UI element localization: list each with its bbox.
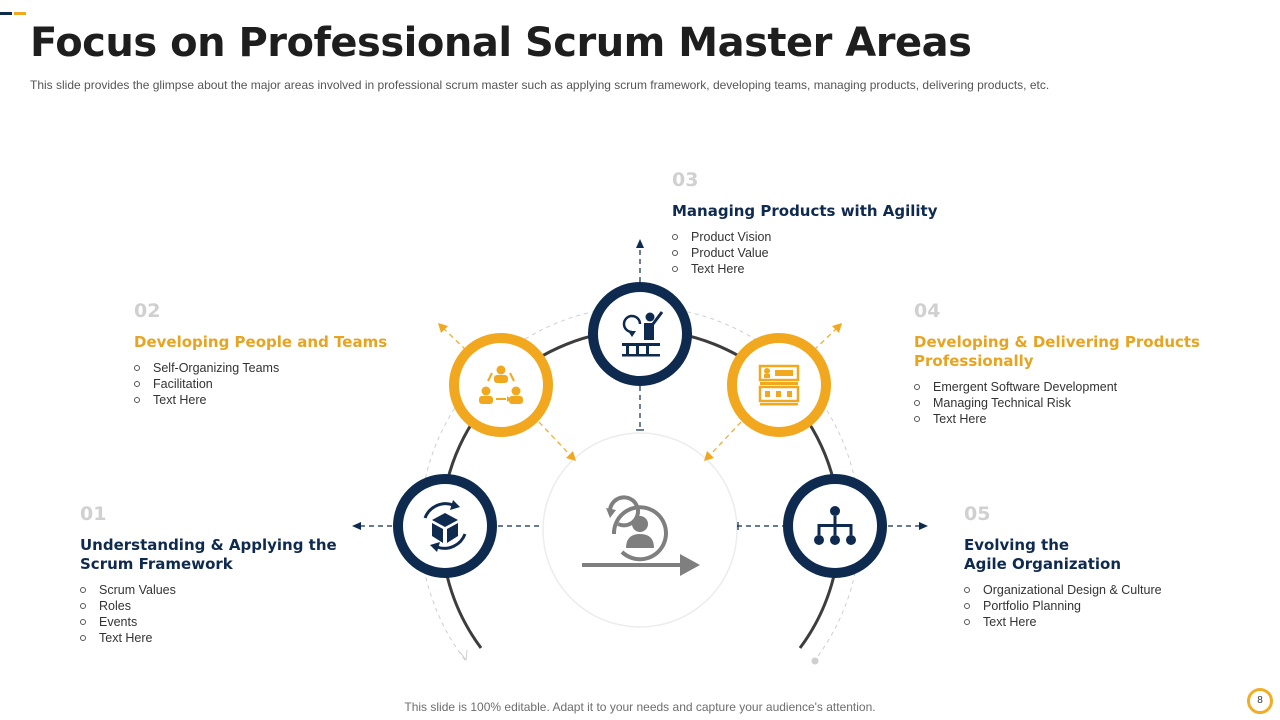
area-01-list: Scrum Values Roles Events Text Here [80,582,337,646]
list-item: Events [80,614,337,630]
area-04-title: Developing & Delivering Products Profess… [914,333,1200,370]
delivery-shop-icon [758,364,800,406]
list-item: Text Here [964,614,1162,630]
area-03-number: 03 [672,169,699,191]
accent-bar-gold [14,12,26,15]
list-item: Text Here [134,392,387,408]
list-item: Emergent Software Development [914,379,1200,395]
team-network-icon [479,365,523,404]
area-04-list: Emergent Software Development Managing T… [914,379,1200,427]
area-01: 01 Understanding & Applying the Scrum Fr… [80,503,337,646]
area-02-title: Developing People and Teams [134,333,388,351]
connector-04-outer [813,327,838,351]
agile-cycle-person-icon [582,495,700,576]
arc-end-dot [811,657,819,665]
area-05-title: Evolving the Agile Organization [964,536,1122,573]
area-05-list: Organizational Design & Culture Portfoli… [964,582,1162,630]
area-04: 04 Developing & Delivering Products Prof… [914,300,1200,427]
connector-02-inner [538,421,571,456]
presenter-board-icon [622,311,664,357]
list-item: Text Here [80,630,337,646]
list-item: Roles [80,598,337,614]
footer-note: This slide is 100% editable. Adapt it to… [404,700,876,714]
area-02-list: Self-Organizing Teams Facilitation Text … [134,360,387,408]
org-chart-icon [814,506,856,545]
list-item: Facilitation [134,376,387,392]
node-02-ring [449,333,553,437]
list-item: Text Here [914,411,1200,427]
page-title: Focus on Professional Scrum Master Areas [30,20,972,66]
area-05-number: 05 [964,503,991,525]
area-01-title: Understanding & Applying the Scrum Frame… [80,536,337,573]
accent-bar-navy [0,12,12,15]
list-item: Managing Technical Risk [914,395,1200,411]
list-item: Portfolio Planning [964,598,1162,614]
list-item: Scrum Values [80,582,337,598]
area-02: 02 Developing People and Teams Self-Orga… [134,300,387,408]
connector-02-outer [442,327,467,351]
connector-04-inner [709,421,742,456]
area-04-number: 04 [914,300,941,322]
list-item: Product Value [672,245,937,261]
area-03-list: Product Vision Product Value Text Here [672,229,937,277]
node-03-ring [588,282,692,386]
list-item: Text Here [672,261,937,277]
area-03-title: Managing Products with Agility [672,202,938,220]
box-cycle-icon [423,500,467,552]
area-02-number: 02 [134,300,161,322]
area-01-number: 01 [80,503,107,525]
area-05: 05 Evolving the Agile Organization Organ… [964,503,1162,630]
page-number-badge: 8 [1247,688,1273,714]
page-subtitle: This slide provides the glimpse about th… [30,78,1050,92]
area-03: 03 Managing Products with Agility Produc… [672,169,937,277]
list-item: Product Vision [672,229,937,245]
list-item: Organizational Design & Culture [964,582,1162,598]
list-item: Self-Organizing Teams [134,360,387,376]
